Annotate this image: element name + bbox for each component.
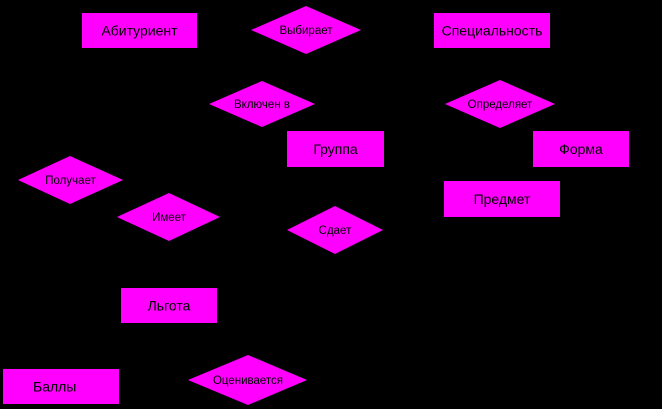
entity-gruppa-label: Группа: [313, 141, 358, 157]
relationship-imeet-label: Имеет: [152, 212, 187, 224]
entity-bally: Баллы: [3, 369, 119, 404]
entity-lgota: Льгота: [121, 288, 217, 323]
entity-predmet-label: Предмет: [474, 191, 531, 207]
relationship-vklyuchen-v-label: Включен в: [234, 99, 290, 111]
relationship-imeet: Имеет: [117, 193, 220, 241]
entity-bally-label: Баллы: [33, 379, 76, 395]
relationship-vybiraet: Выбирает: [251, 6, 361, 54]
relationship-sdaet-label: Сдает: [319, 225, 352, 237]
entity-gruppa: Группа: [287, 131, 384, 167]
entity-specialnost-label: Специальность: [442, 23, 543, 39]
relationship-opredelyaet: Определяет: [445, 80, 555, 128]
entity-abiturient: Абитуриент: [82, 13, 197, 48]
entity-specialnost: Специальность: [434, 13, 550, 48]
relationship-opredelyaet-label: Определяет: [468, 99, 533, 111]
relationship-otsenivaetsya-label: Оценивается: [213, 375, 283, 387]
relationship-vybiraet-label: Выбирает: [279, 25, 333, 37]
relationship-otsenivaetsya: Оценивается: [188, 355, 307, 405]
relationship-sdaet: Сдает: [287, 206, 383, 254]
entity-abiturient-label: Абитуриент: [101, 23, 178, 39]
entity-predmet: Предмет: [444, 181, 560, 217]
relationship-vklyuchen-v: Включен в: [209, 81, 315, 127]
relationship-poluchaet-label: Получает: [45, 175, 96, 187]
entity-forma-label: Форма: [559, 141, 603, 157]
entity-lgota-label: Льгота: [148, 298, 191, 314]
entity-forma: Форма: [533, 131, 629, 167]
relationship-poluchaet: Получает: [18, 156, 123, 204]
